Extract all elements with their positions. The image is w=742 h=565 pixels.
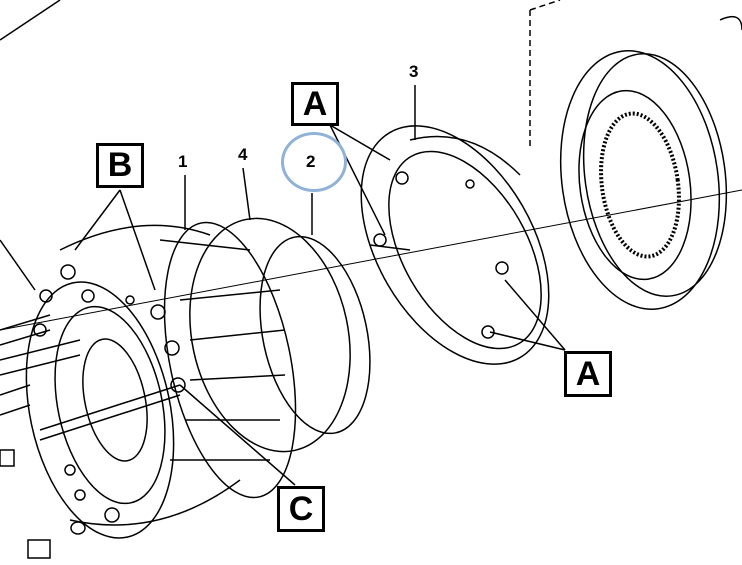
callout-label-b: B bbox=[96, 143, 144, 188]
leader-a-bottom-1 bbox=[489, 331, 566, 351]
leader-a-top-1 bbox=[329, 124, 391, 161]
highlight-circle bbox=[281, 132, 347, 192]
part-number-4: 4 bbox=[238, 145, 248, 164]
disc-pack bbox=[559, 15, 742, 310]
dashed-guide-top bbox=[529, 0, 561, 11]
leader-left bbox=[0, 239, 36, 291]
leader-b-1 bbox=[74, 189, 121, 251]
leader-a-bottom-2 bbox=[504, 279, 566, 351]
leader-b-2 bbox=[119, 189, 156, 291]
housing-part-1 bbox=[25, 221, 297, 539]
callout-label-a-bottom: A bbox=[564, 351, 612, 397]
o-ring-part-4 bbox=[189, 217, 351, 453]
piston-part-3 bbox=[360, 125, 550, 365]
leader-c bbox=[179, 384, 296, 486]
callout-label-c: C bbox=[277, 486, 325, 532]
part-number-3: 3 bbox=[409, 62, 419, 81]
part-number-1: 1 bbox=[178, 152, 188, 171]
o-ring-part-2 bbox=[259, 235, 371, 435]
callout-label-a-top: A bbox=[291, 82, 339, 126]
center-axis-line bbox=[0, 189, 742, 331]
